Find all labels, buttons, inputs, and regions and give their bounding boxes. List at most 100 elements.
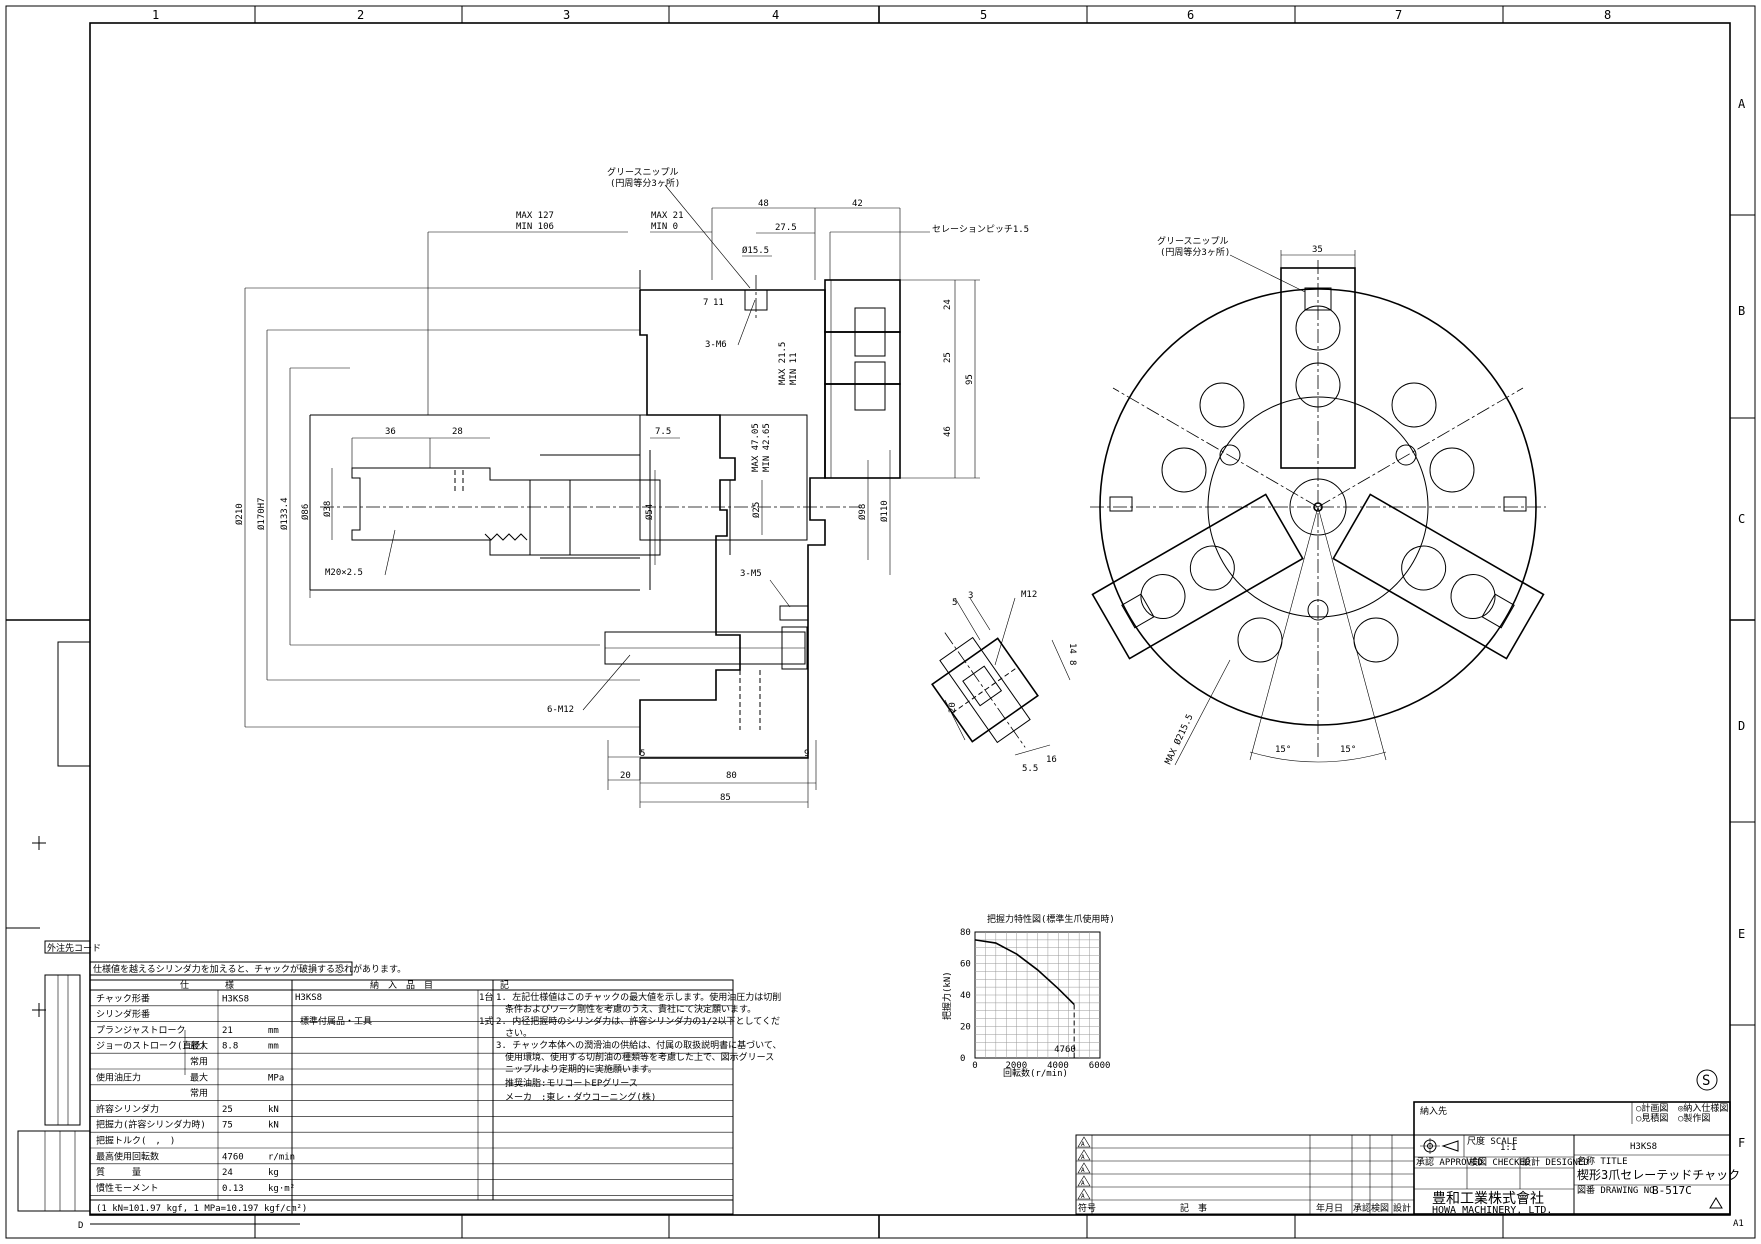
jaw-dim-16: 16: [1046, 755, 1057, 765]
note-line-5: 3. チャック本体への潤滑油の供給は、付属の取扱説明書に基づいて、: [496, 1039, 781, 1051]
spec-row-unit: mm: [268, 1042, 279, 1052]
front-dim-35: 35: [1312, 245, 1323, 255]
col-label-8: 8: [1604, 8, 1611, 22]
col-label-2: 2: [357, 8, 364, 22]
dim-7-5: 7.5: [655, 427, 671, 437]
projection-symbol-icon: [1420, 1138, 1459, 1154]
checked-label: 検図 CHECKED: [1469, 1156, 1530, 1168]
s-mark-circle: [1696, 1069, 1718, 1091]
revision-mark: A: [1081, 1141, 1085, 1148]
company-jp: 豊和工業株式會社: [1432, 1191, 1544, 1207]
row-label-c: C: [1738, 512, 1745, 526]
delivery-header: 納 入 品 目: [370, 979, 433, 991]
dim-20: 20: [620, 771, 631, 781]
drawing-border: [5, 5, 1756, 1239]
notes-header: 記: [500, 979, 509, 991]
delivery-items: H3KS8 1台 標準付属品・工具 1式: [295, 991, 493, 1027]
revision-triangle-icon: [1077, 1162, 1091, 1174]
note-line-7: ニップルより定期的に実施願います。: [496, 1063, 657, 1075]
jaw-detail-view: [931, 597, 1071, 756]
front-view: [1090, 250, 1546, 766]
chart-y-tick: 60: [960, 960, 971, 970]
rev-col-approved: 承認: [1353, 1202, 1371, 1214]
dim-85: 85: [720, 793, 731, 803]
option-delivery-spec: ◎納入仕様図: [1678, 1102, 1728, 1114]
chart-title: 把握力特性図(標準生爪使用時): [987, 913, 1115, 925]
rev-col-description: 記 事: [1180, 1202, 1207, 1214]
destination-label: 納入先: [1420, 1105, 1447, 1117]
side-view-dimensions: [244, 184, 980, 808]
col-label-5: 5: [980, 8, 987, 22]
rev-col-date: 年月日: [1316, 1202, 1343, 1214]
dim-max127: MAX 127: [516, 211, 554, 221]
chart-ylabel: 把握力(kN): [941, 971, 953, 1020]
grease-nipple-callout: グリースニップル: [607, 166, 679, 178]
name-label: 名称 TITLE: [1577, 1155, 1628, 1167]
spec-row-value: 24: [222, 1168, 233, 1178]
dim-46: 46: [943, 426, 953, 437]
dim-11: 11: [713, 298, 724, 308]
callout-m20: M20×2.5: [325, 568, 363, 578]
column-labels: 1 2 3 4 5 6 7 8: [152, 8, 1611, 22]
dim-max21-5: MAX 21.5: [778, 342, 788, 385]
dim-dia54: Ø54: [644, 504, 655, 520]
spec-row-label: 質 量: [96, 1166, 141, 1178]
unit-footnote: (1 kN=101.97 kgf, 1 MPa=10.197 kgf/cm²): [96, 1204, 307, 1214]
callout-6-m12: 6-M12: [547, 705, 574, 715]
jaw-dim-5-5: 5.5: [1022, 764, 1038, 774]
row-label-e: E: [1738, 927, 1745, 941]
col-label-7: 7: [1395, 8, 1402, 22]
ruler-mark: D: [78, 1221, 83, 1231]
spec-row-value: 75: [222, 1121, 233, 1131]
col-label-1: 1: [152, 8, 159, 22]
spec-row-unit: kN: [268, 1105, 279, 1115]
chart-x-tick: 0: [972, 1061, 977, 1071]
side-section-view: [309, 270, 901, 780]
dim-9: 9: [804, 749, 809, 759]
chart-y-tick: 80: [960, 928, 971, 938]
col-label-4: 4: [772, 8, 779, 22]
note-line-8: 推奨油脂:モリコートEPグリース: [496, 1077, 638, 1089]
dim-dia170: Ø170H7: [256, 497, 267, 530]
spec-row-value: 8.8: [222, 1042, 238, 1052]
chart-y-tick: 0: [960, 1054, 965, 1064]
front-grease-sub: (円周等分3ヶ所): [1160, 246, 1230, 258]
dim-27-5: 27.5: [775, 223, 797, 233]
chart-xlabel: 回転数(r/min): [1003, 1067, 1068, 1079]
spec-row-label: 把握力(許容シリンダ力時): [96, 1119, 206, 1131]
option-manufacturing: ○製作図: [1678, 1112, 1710, 1124]
dim-7: 7: [703, 298, 708, 308]
spec-row-unit: kg: [268, 1168, 279, 1178]
spec-row-value: 21: [222, 1026, 233, 1036]
serration-pitch-callout: セレーションピッチ1.5: [932, 224, 1029, 235]
spec-header: 仕 様: [180, 979, 234, 991]
spec-row-label: 把握トルク( , ): [96, 1135, 175, 1147]
note-line-9: メーカ :東レ・ダウコーニング(株): [496, 1091, 656, 1103]
spec-row-label: 許容シリンダ力: [96, 1103, 159, 1115]
chart-x-tick: 6000: [1089, 1061, 1111, 1071]
rev-col-checked: 検図: [1371, 1202, 1389, 1214]
row-label-b: B: [1738, 304, 1745, 318]
note-line-2: 条件およびワーク剛性を考慮のうえ、貴社にて決定願います。: [496, 1003, 756, 1015]
spec-row-unit: kg·m²: [268, 1184, 295, 1194]
spec-row-label: 慣性モーメント: [96, 1182, 159, 1194]
revision-mark: A: [1081, 1154, 1085, 1161]
dim-42: 42: [852, 199, 863, 209]
spec-row-value: 25: [222, 1105, 233, 1115]
revision-mark: A: [1081, 1167, 1085, 1174]
side-view-labels: グリースニップル (円周等分3ヶ所) セレーションピッチ1.5 MAX 127 …: [234, 166, 1029, 803]
chart-annotation: 4760: [1054, 1045, 1076, 1055]
delivery-item-1: H3KS8: [295, 993, 322, 1003]
s-mark: S: [1702, 1073, 1710, 1089]
front-angle-2: 15°: [1340, 745, 1356, 755]
callout-3-m6: 3-M6: [705, 340, 727, 350]
spec-row-value: 4760: [222, 1152, 244, 1162]
callout-3-m5: 3-M5: [740, 569, 762, 579]
revision-mark: A: [1081, 1193, 1085, 1200]
scale-label: 尺度 SCALE: [1467, 1135, 1518, 1147]
row-label-f: F: [1738, 1136, 1745, 1150]
warning-note: 仕様値を越えるシリンダ力を加えると、チャックが破損する恐れがあります。: [93, 963, 406, 975]
